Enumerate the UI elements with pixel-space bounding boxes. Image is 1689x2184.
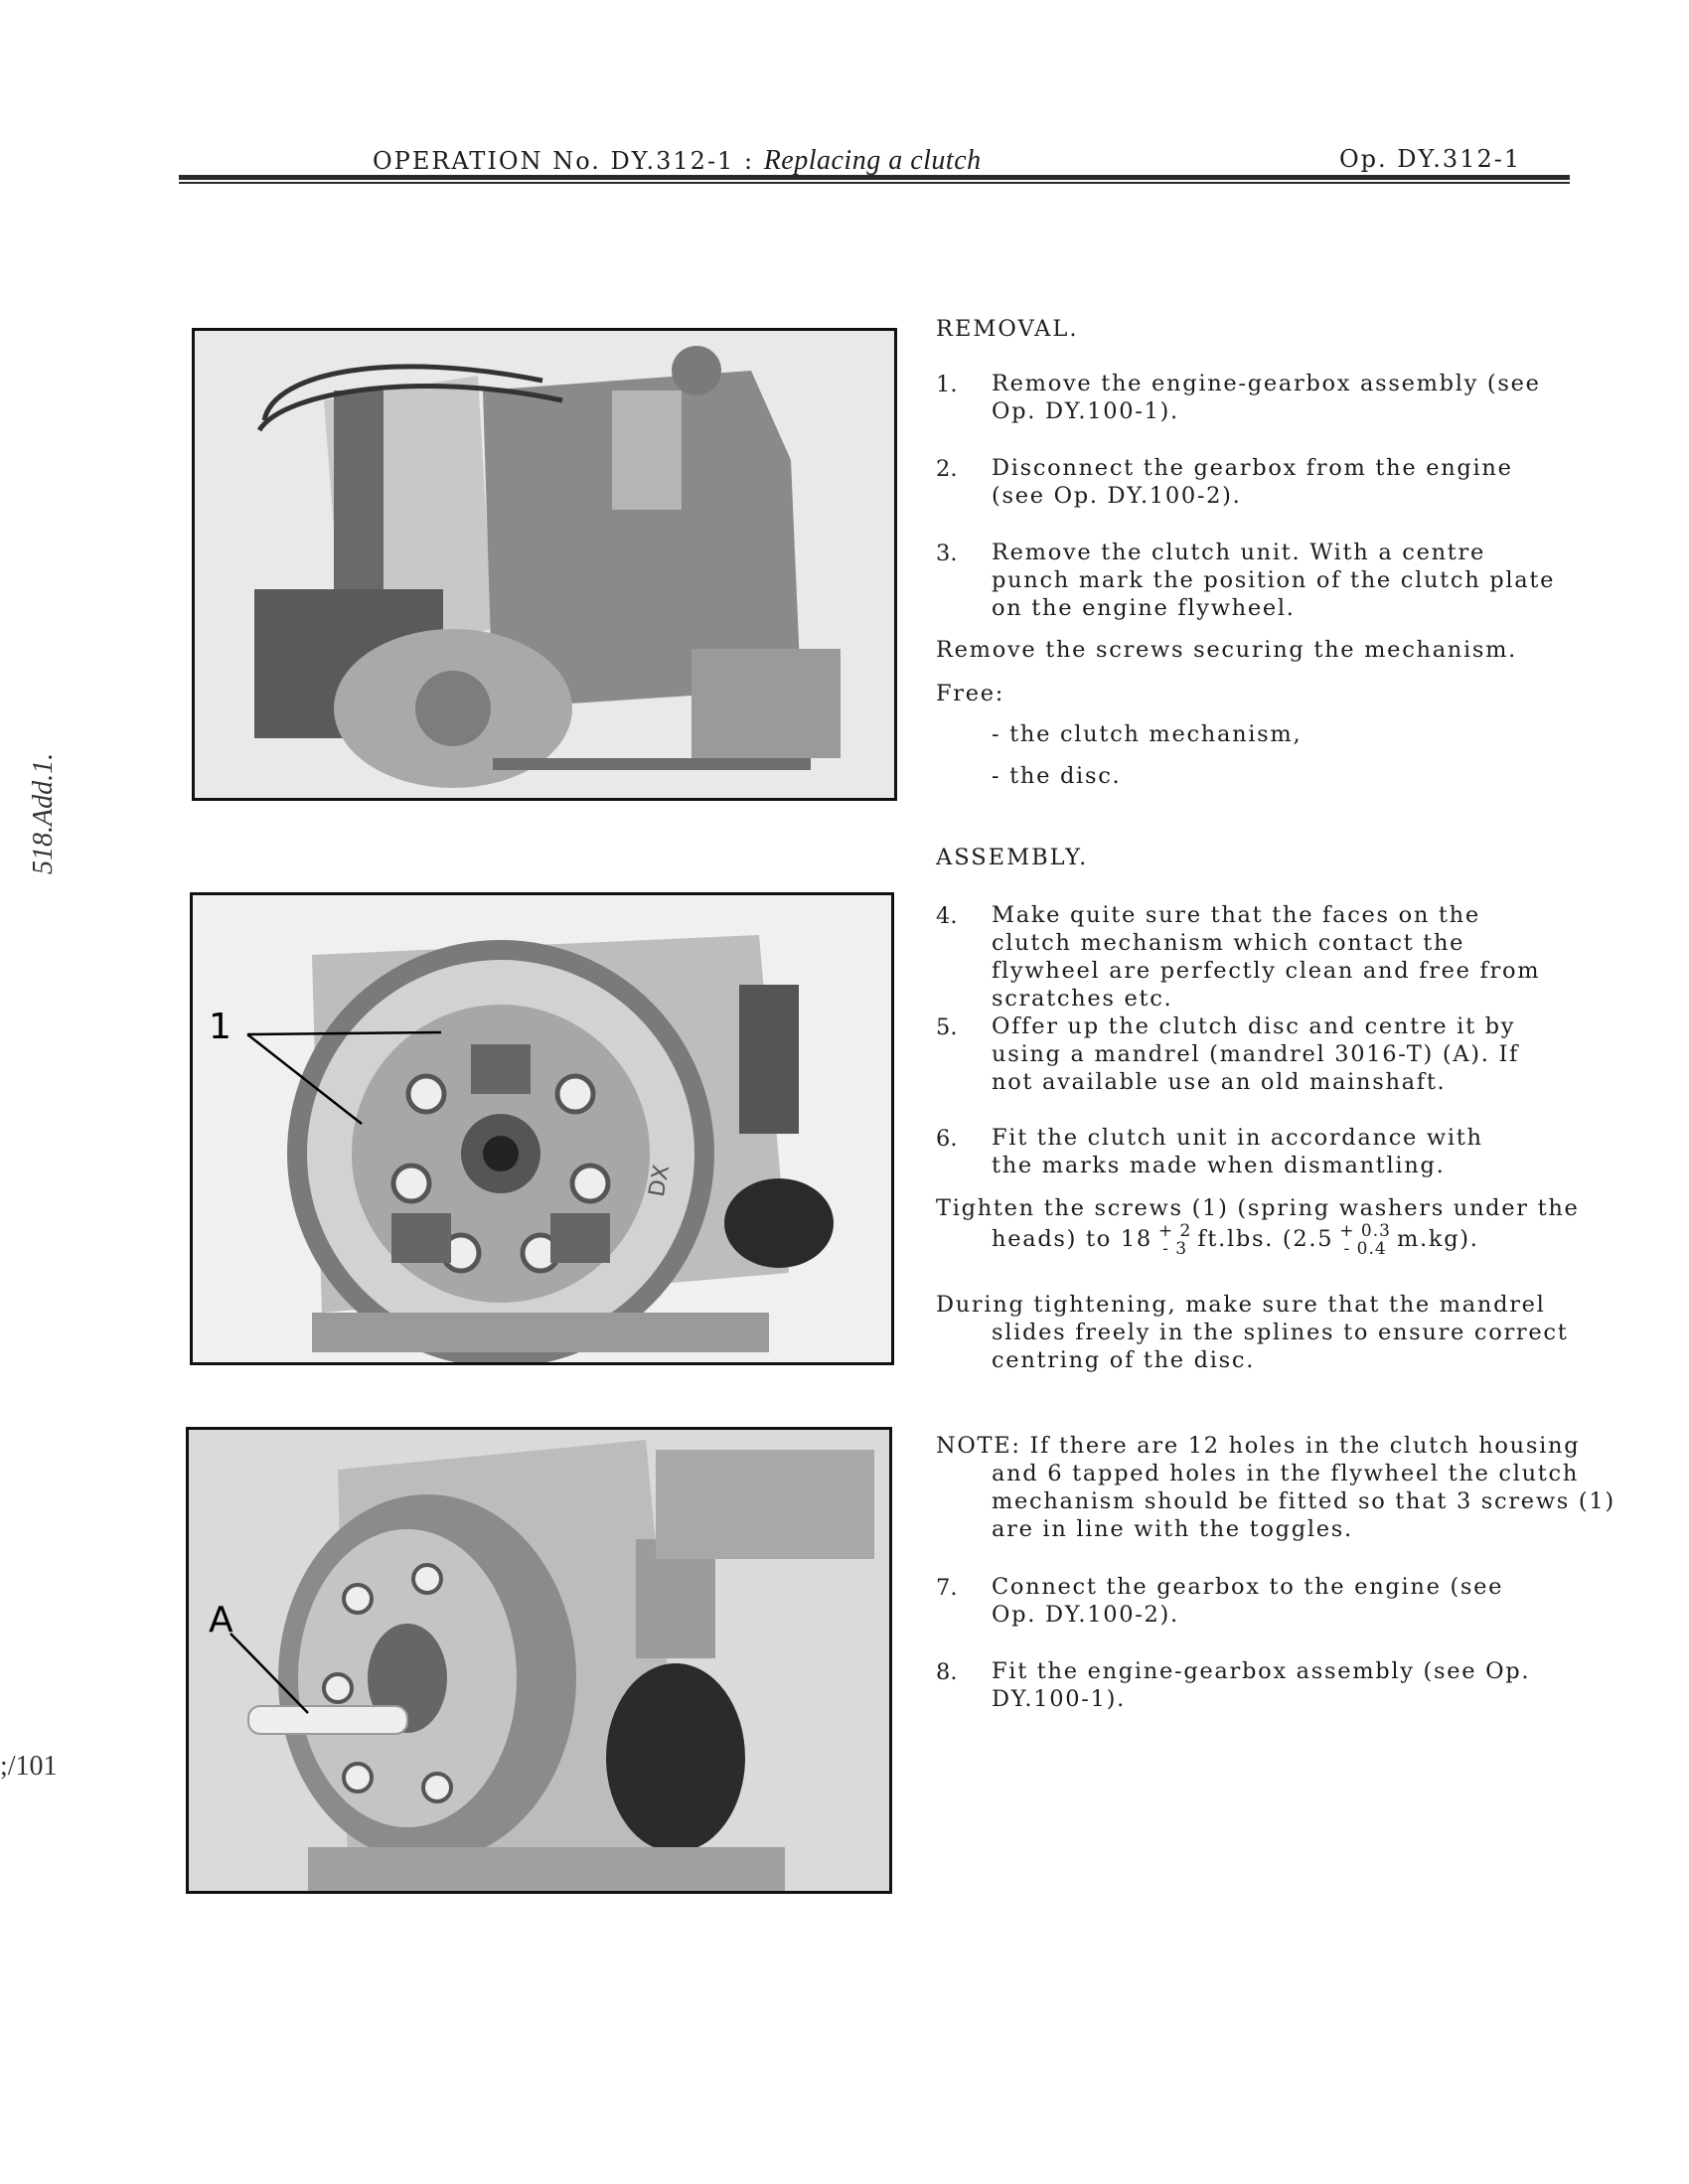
figure-clutch-mechanism-photo [190,892,894,1365]
header-operation-number: OPERATION No. DY.312-1 : [373,147,755,175]
assembly-step-text: Offer up the clutch disc and centre it b… [992,1014,1520,1095]
header-rule-thin [179,182,1570,184]
torque-tolerance-minus: - 0.4 [1343,1239,1387,1259]
header-operation-title: OPERATION No. DY.312-1 : Replacing a clu… [373,145,982,177]
removal-step-number: 1. [936,372,958,397]
header-rule [179,175,1570,180]
margin-page-number: ;/101 [0,1751,58,1782]
removal-step-number: 2. [936,456,958,482]
figure-callout-1: 1 [209,1007,231,1047]
removal-step-number: 3. [936,541,958,566]
torque-tolerance-mkg: + 0.3- 0.4 [1339,1222,1391,1258]
tightening-note: During tightening, make sure that the ma… [936,1292,1569,1373]
header-operation-code: Op. DY.312-1 [1339,145,1522,173]
assembly-step-text: Fit the clutch unit in accordance with t… [992,1125,1483,1178]
assembly-heading: ASSEMBLY. [936,845,1089,870]
margin-document-code: 518.Add.1. [28,752,59,874]
figure-mandrel-photo [186,1427,892,1894]
assembly-step-text: Make quite sure that the faces on the cl… [992,902,1541,1012]
torque-middle: ft.lbs. (2.5 [1197,1226,1334,1252]
assembly-step-text: Connect the gearbox to the engine (see O… [992,1574,1504,1628]
assembly-step-number: 5. [936,1014,958,1040]
torque-tolerance-plus: + 2 [1157,1221,1192,1241]
torque-tolerance-ftlbs: + 2- 3 [1158,1222,1191,1258]
torque-prefix: heads) to 18 [992,1226,1152,1252]
assembly-step-number: 6. [936,1126,958,1152]
figure-engine-gearbox-photo [192,328,897,801]
holes-note: NOTE: If there are 12 holes in the clutc… [936,1432,1627,1543]
assembly-step-number: 7. [936,1575,958,1601]
assembly-step-number: 4. [936,903,958,929]
torque-tolerance-minus: - 3 [1162,1239,1188,1259]
removal-free-item: - the clutch mechanism, [992,721,1303,747]
note-text: If there are 12 holes in the clutch hous… [992,1433,1615,1542]
header-operation-name: Replacing a clutch [763,145,982,176]
removal-step-text: Disconnect the gearbox from the engine (… [992,455,1513,509]
note-label: NOTE: [936,1433,1021,1459]
torque-line-1: Tighten the screws (1) (spring washers u… [936,1195,1580,1221]
removal-free-item: - the disc. [992,763,1122,789]
removal-screws-note: Remove the screws securing the mechanism… [936,637,1518,663]
torque-suffix: m.kg). [1396,1226,1479,1252]
removal-free-label: Free: [936,681,1005,706]
assembly-step-number: 8. [936,1659,958,1685]
torque-tolerance-plus: + 0.3 [1339,1221,1391,1241]
removal-step-text: Remove the clutch unit. With a centre pu… [992,540,1556,621]
assembly-step-text: Fit the engine-gearbox assembly (see Op.… [992,1658,1531,1712]
figure-callout-a: A [209,1600,233,1640]
removal-step-text: Remove the engine-gearbox assembly (see … [992,371,1541,424]
removal-heading: REMOVAL. [936,316,1079,342]
